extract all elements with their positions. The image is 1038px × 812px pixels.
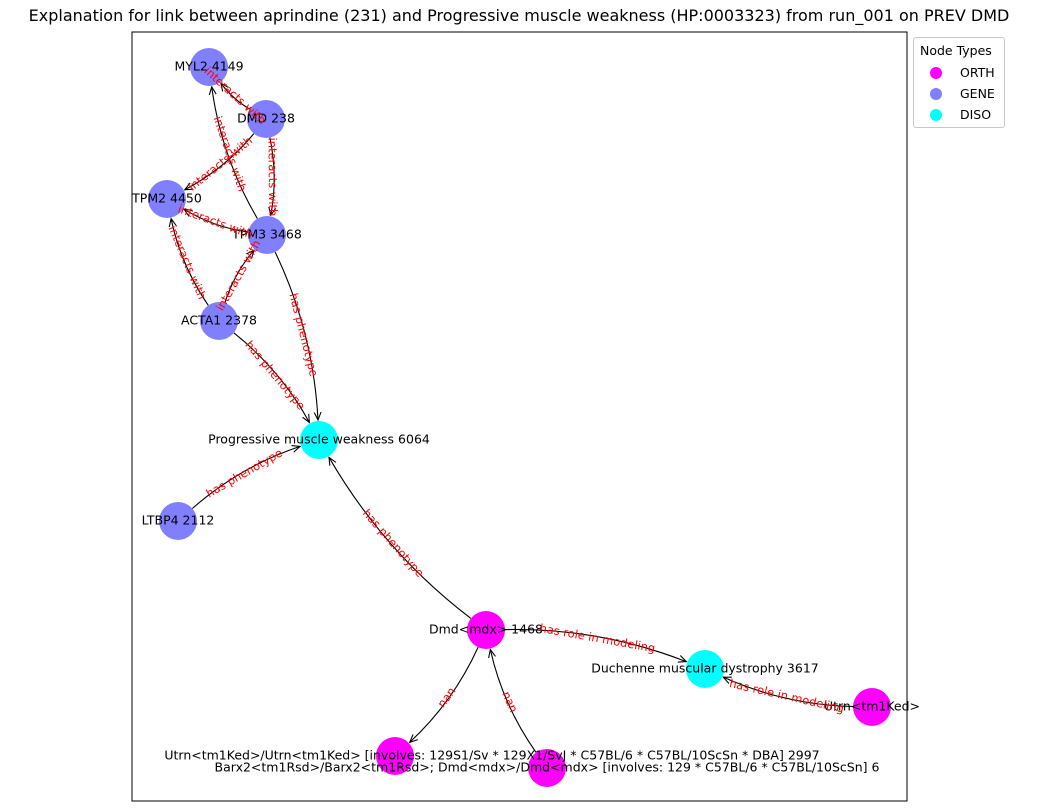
node-label-utrn_geno: Utrn<tm1Ked>/Utrn<tm1Ked> [involves: 129… (164, 748, 819, 763)
node-pmw (300, 421, 338, 459)
node-tpm3 (248, 216, 286, 254)
legend-dot-icon (930, 88, 942, 100)
plot-frame (131, 31, 908, 802)
node-label-myl2: MYL2 4149 (174, 59, 243, 74)
node-label-dmd_dis: Duchenne muscular dystrophy 3617 (591, 661, 819, 676)
node-label-tpm2: TPM2 4450 (131, 191, 202, 206)
edge-utrn-dmd_dis (723, 677, 854, 708)
legend-item-orth: ORTH (914, 63, 1004, 83)
edge-label: has phenotype (286, 292, 321, 378)
node-label-tpm3: TPM3 3468 (231, 227, 302, 242)
legend-dot-icon (930, 109, 942, 121)
edge-dmd-myl2 (221, 83, 251, 110)
legend-item-diso: DISO (914, 105, 1004, 125)
edge-acta1-tpm2 (171, 219, 209, 306)
legend: Node Types ORTH GENE DISO (913, 37, 1005, 128)
legend-label: DISO (960, 107, 992, 122)
node-label-barx2: Barx2<tm1Rsd>/Barx2<tm1Rsd>; Dmd<mdx>/Dm… (215, 760, 880, 775)
node-dmdmdx (467, 611, 505, 649)
edge-acta1-tpm3 (224, 250, 254, 304)
edge-tpm3-myl2 (212, 87, 258, 219)
edge-acta1-pmw (233, 332, 310, 423)
edge-label: has phenotype (242, 338, 308, 413)
edge-label: nan (434, 684, 458, 710)
legend-label: GENE (960, 86, 995, 101)
edge-label: interacts with (213, 238, 264, 314)
edge-barx2-dmdmdx (490, 650, 537, 753)
edge-ltbp4-pmw (191, 446, 300, 509)
node-label-ltbp4: LTBP4 2112 (142, 513, 215, 528)
node-label-acta1: ACTA1 2378 (181, 313, 257, 328)
node-utrn_geno (376, 737, 414, 775)
node-myl2 (190, 48, 228, 86)
edge-label: has phenotype (204, 446, 285, 501)
edge-label: interacts with (165, 223, 209, 301)
edge-label: interacts with (176, 202, 255, 242)
chart-title: Explanation for link between aprindine (… (28, 6, 1010, 25)
edge-dmd-tpm3 (270, 137, 274, 216)
edge-dmdmdx-utrn_geno (410, 647, 479, 742)
edge-dmdmdx-dmd_dis (504, 628, 686, 661)
edge-label: nan (499, 689, 521, 714)
legend-title: Node Types (920, 43, 992, 58)
node-label-pmw: Progressive muscle weakness 6064 (208, 432, 430, 447)
node-label-utrn: Utrn<tm1Ked> (824, 699, 920, 714)
legend-item-gene: GENE (914, 84, 1004, 104)
edge-label: interacts with (211, 114, 250, 193)
node-dmd_dis (686, 650, 724, 688)
node-barx2 (528, 749, 566, 787)
legend-label: ORTH (960, 65, 995, 80)
edge-tpm3-tpm2 (184, 209, 249, 233)
edge-label: interacts with (265, 138, 280, 217)
edge-dmdmdx-pmw (329, 457, 472, 619)
node-label-dmd: DMD 238 (237, 111, 295, 126)
node-acta1 (200, 302, 238, 340)
node-ltbp4 (159, 502, 197, 540)
edge-tpm3-pmw (274, 251, 318, 420)
node-utrn (853, 688, 891, 726)
edge-label: has phenotype (360, 506, 427, 580)
node-tpm2 (148, 180, 186, 218)
node-label-dmdmdx: Dmd<mdx> 1468 (429, 622, 543, 637)
node-dmd (247, 100, 285, 138)
edge-dmd-tpm2 (185, 133, 255, 190)
edge-label: has role in modeling (728, 676, 845, 716)
edge-label: has role in modeling (539, 621, 657, 655)
legend-dot-icon (930, 67, 942, 79)
